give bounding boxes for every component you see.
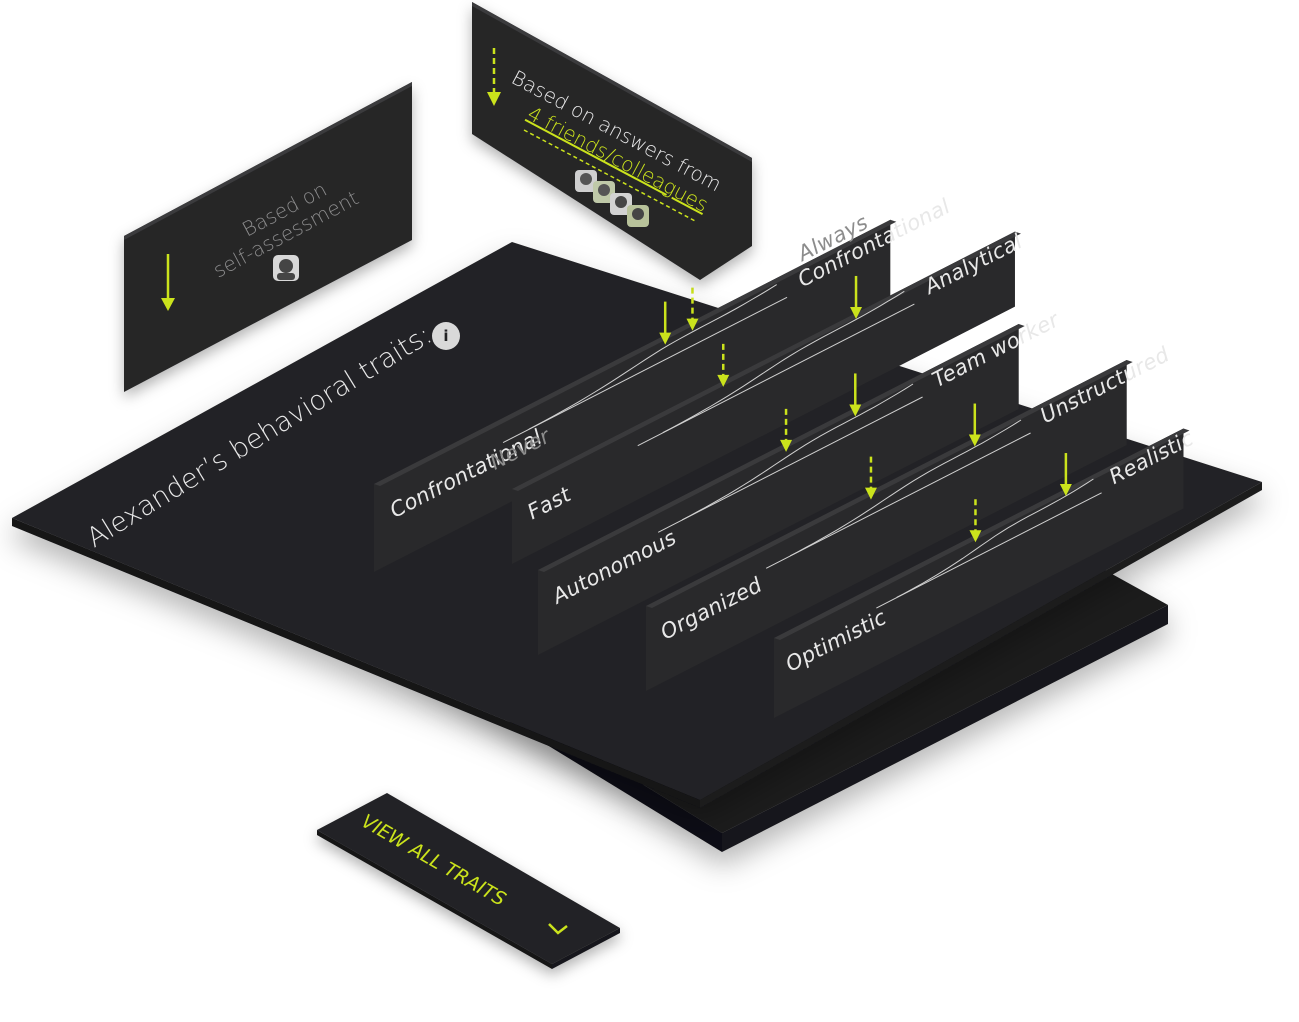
self-marker-icon: [780, 408, 793, 452]
avatar-group: [575, 170, 649, 227]
trait-row: ConfrontationalNeverConfrontationalAlway…: [374, 194, 954, 573]
trait-row-face: [646, 360, 1127, 691]
trait-rows: ConfrontationalNeverConfrontationalAlway…: [374, 194, 1198, 718]
friends-marker-icon: [850, 275, 863, 319]
self-marker-icon-head: [780, 439, 793, 452]
self-marker-icon-head: [717, 374, 730, 387]
friends-marker-icon-head: [850, 306, 863, 319]
trait-row-face: [512, 231, 1015, 564]
distribution-curve: [528, 284, 777, 430]
self-marker-icon: [686, 287, 699, 331]
friends-marker-icon-head: [659, 332, 672, 345]
avatar: [273, 255, 299, 281]
avatar: [610, 193, 632, 215]
self-marker-icon-head: [864, 487, 877, 500]
distribution-curve: [896, 478, 1094, 598]
trait-row-edge: [646, 360, 1133, 608]
avatar: [593, 181, 615, 203]
friends-card: Based on answers from 4 friends/colleagu…: [472, 2, 752, 280]
friends-marker-icon-head: [1059, 484, 1072, 497]
trait-row-edge: [374, 219, 897, 487]
trait-row-face: [774, 428, 1184, 718]
distribution-curve: [662, 290, 905, 434]
down-arrow-icon: [161, 254, 175, 311]
friends-marker-icon: [968, 403, 981, 447]
friends-marker-icon: [849, 373, 862, 417]
self-marker-icon: [969, 499, 982, 543]
distribution-curve: [681, 383, 914, 521]
self-marker-icon-head: [686, 318, 699, 331]
info-icon: i: [443, 327, 448, 345]
self-marker-icon: [717, 343, 730, 387]
avatar: [575, 170, 597, 192]
self-assessment-card: Based on self-assessment: [124, 82, 412, 392]
avatar: [627, 205, 649, 227]
friends-marker-icon: [1059, 453, 1072, 497]
distribution-curve: [789, 419, 1022, 557]
view-all-traits-button[interactable]: VIEW ALL TRAITS: [317, 793, 620, 969]
friends-marker-icon: [659, 301, 672, 345]
chevron-down-icon: [548, 923, 568, 935]
baseline: [637, 303, 915, 447]
self-marker-icon-head: [969, 530, 982, 543]
trait-row-edge: [512, 231, 1021, 491]
info-button[interactable]: i: [432, 322, 460, 350]
trait-row-face: [538, 324, 1019, 655]
baseline: [657, 396, 923, 533]
friends-marker-icon-head: [849, 404, 862, 417]
trait-row-edge: [538, 324, 1025, 572]
baseline: [876, 492, 1102, 609]
trait-row-face: [374, 219, 891, 573]
self-marker-icon: [864, 456, 877, 500]
baseline: [765, 432, 1031, 569]
baseline: [502, 296, 788, 444]
trait-row-edge: [774, 428, 1190, 640]
dashed-down-arrow-icon: [487, 48, 501, 106]
friends-marker-icon-head: [968, 434, 981, 447]
